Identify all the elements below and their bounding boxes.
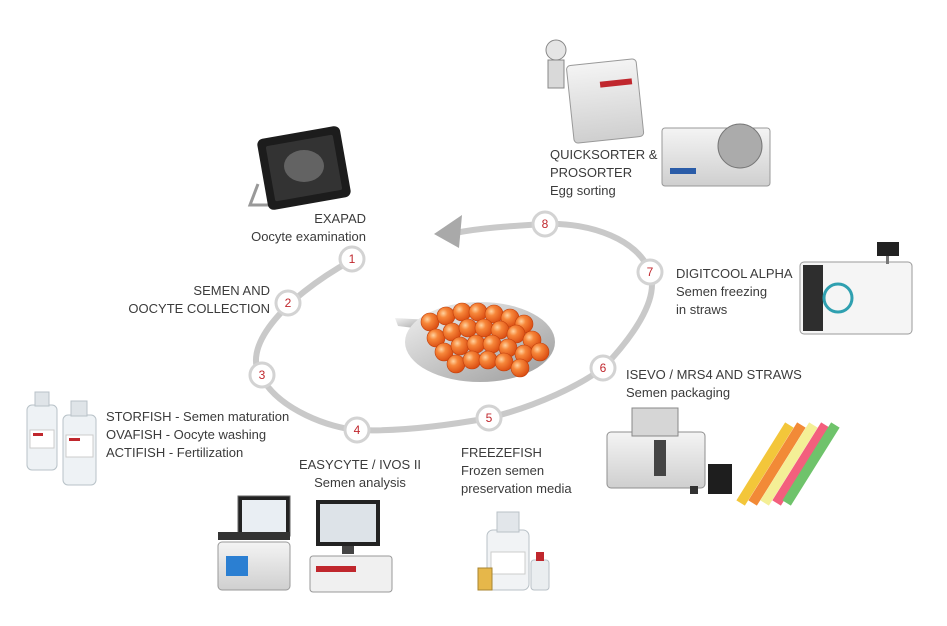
fish-egg — [446, 354, 466, 374]
step-marker-5: 5 — [475, 404, 503, 432]
svg-text:6: 6 — [600, 361, 607, 375]
step-marker-2: 2 — [274, 289, 302, 317]
step-3-line-2: OVAFISH - Oocyte washing — [106, 427, 267, 442]
step-7-description: Semen freezing — [676, 284, 768, 299]
fish-egg — [510, 358, 530, 378]
step-6-description: Semen packaging — [626, 385, 731, 400]
step-5-label: FREEZEFISH Frozen semen preservation med… — [461, 444, 572, 498]
fish-egg — [494, 352, 514, 372]
step-7-label: DIGITCOOL ALPHA Semen freezing in straws — [676, 265, 793, 319]
step-5-description: Frozen semen — [461, 463, 545, 478]
step-marker-6: 6 — [589, 354, 617, 382]
fish-egg — [468, 302, 488, 322]
step-2-label: SEMEN AND OOCYTE COLLECTION — [118, 282, 270, 318]
svg-text:4: 4 — [354, 423, 361, 437]
step-marker-1: 1 — [338, 245, 366, 273]
egg-sorter-image — [545, 39, 771, 187]
step-4-label: EASYCYTE / IVOS II Semen analysis — [296, 456, 424, 492]
freezefish-bottles-image — [477, 511, 550, 591]
step-8-description: Egg sorting — [550, 183, 616, 198]
semen-analyzer-image — [217, 495, 393, 593]
step-marker-7: 7 — [636, 258, 664, 286]
svg-text:8: 8 — [542, 217, 549, 231]
fish-egg — [478, 350, 498, 370]
digitcool-freezer-image — [799, 242, 913, 335]
step-3-line-3: ACTIFISH - Fertilization — [106, 445, 244, 460]
fish-egg — [458, 318, 478, 338]
straw-filling-machine-image — [606, 407, 732, 494]
svg-text:7: 7 — [647, 265, 654, 279]
exapad-tablet-image — [247, 126, 351, 210]
svg-text:1: 1 — [349, 252, 356, 266]
step-8-label: QUICKSORTER & PROSORTER Egg sorting — [550, 146, 657, 200]
fish-egg — [482, 334, 502, 354]
step-5-title: FREEZEFISH — [461, 445, 542, 460]
step-8-title-line1: QUICKSORTER & — [550, 147, 658, 162]
fish-egg — [530, 342, 550, 362]
fish-egg — [452, 302, 472, 322]
step-2-title-line1: SEMEN AND — [193, 283, 270, 298]
cycle-arrowhead — [434, 215, 462, 248]
step-marker-8: 8 — [531, 210, 559, 238]
step-1-description: Oocyte examination — [251, 229, 366, 244]
step-4-description: Semen analysis — [314, 475, 406, 490]
step-1-label: EXAPAD Oocyte examination — [230, 210, 366, 246]
step-7-title: DIGITCOOL ALPHA — [676, 266, 793, 281]
fish-egg — [466, 334, 486, 354]
step-7-description-2: in straws — [676, 302, 728, 317]
fish-egg — [474, 318, 494, 338]
fish-egg — [420, 312, 440, 332]
step-marker-4: 4 — [343, 416, 371, 444]
step-3-label: STORFISH - Semen maturation OVAFISH - Oo… — [106, 408, 289, 462]
step-3-line-1: STORFISH - Semen maturation — [106, 409, 290, 424]
colored-straws-image — [736, 422, 840, 506]
step-4-title: EASYCYTE / IVOS II — [298, 457, 422, 472]
fish-egg — [436, 306, 456, 326]
step-5-description-2: preservation media — [461, 481, 572, 496]
svg-text:5: 5 — [486, 411, 493, 425]
fish-egg — [462, 350, 482, 370]
step-8-title-line2: PROSORTER — [550, 165, 633, 180]
svg-text:3: 3 — [259, 368, 266, 382]
step-6-title: ISEVO / MRS4 AND STRAWS — [626, 367, 802, 382]
step-1-title: EXAPAD — [314, 211, 366, 226]
svg-text:2: 2 — [285, 296, 292, 310]
fish-eggs-image — [395, 302, 555, 382]
step-marker-3: 3 — [248, 361, 276, 389]
step-6-label: ISEVO / MRS4 AND STRAWS Semen packaging — [626, 366, 802, 402]
step-2-title-line2: OOCYTE COLLECTION — [128, 301, 270, 316]
fish-egg — [450, 336, 470, 356]
media-bottles-image — [26, 391, 97, 486]
